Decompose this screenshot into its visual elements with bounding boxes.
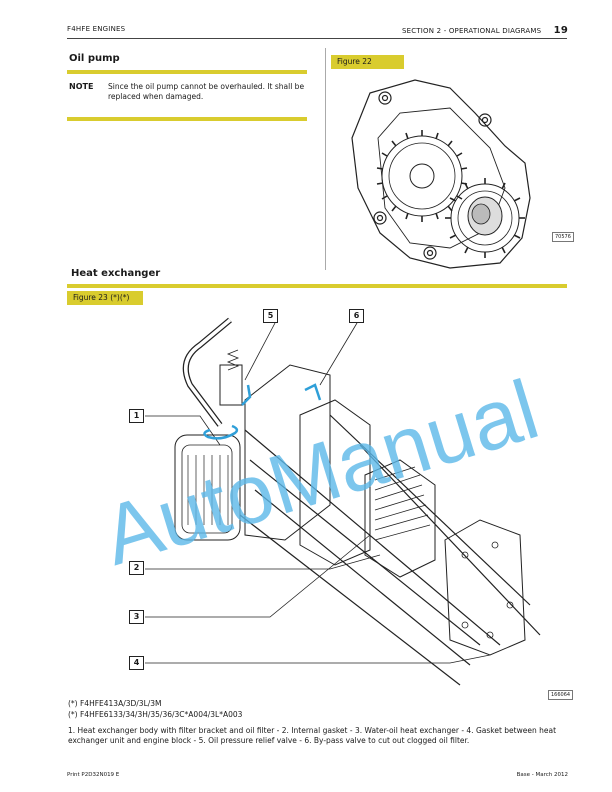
ref-2: 2: [129, 561, 144, 575]
heat-exchanger-title: Heat exchanger: [71, 268, 161, 279]
ref-5: 5: [263, 309, 278, 323]
figure-23-code: 166064: [548, 690, 574, 700]
variant-line: (*) F4HFE413A/3D/3L/3M: [68, 699, 162, 708]
figure-caption: 1. Heat exchanger body with filter brack…: [68, 726, 557, 745]
header-section-title: SECTION 2 - OPERATIONAL DIAGRAMS: [401, 27, 542, 35]
title-bar: [67, 70, 307, 74]
variant-line: (*) F4HFE6133/34/3H/35/36/3C*A004/3L*A00…: [68, 710, 243, 719]
ref-1: 1: [129, 409, 144, 423]
ref-6: 6: [349, 309, 364, 323]
ref-3: 3: [129, 610, 144, 624]
column-divider: [325, 48, 326, 270]
header-engine-title: F4HFE ENGINES: [67, 25, 126, 33]
oil-pump-title: Oil pump: [69, 53, 120, 64]
heat-exchanger-bar: [67, 284, 567, 288]
note-bar: [67, 117, 307, 121]
figure-23-label: Figure 23 (*)(*): [67, 291, 143, 305]
ref-4: 4: [129, 656, 144, 670]
figure-22-code: 70576: [552, 232, 574, 242]
page-number: 19: [553, 25, 568, 36]
heat-exchanger-illustration: [145, 317, 541, 686]
header-rule: [67, 38, 567, 39]
header-section: SECTION 2 - OPERATIONAL DIAGRAMS 19: [402, 25, 568, 36]
note-text: Since the oil pump cannot be overhauled.…: [108, 82, 305, 101]
note-label: NOTE: [69, 82, 94, 91]
figure-22-label: Figure 22: [331, 55, 404, 69]
oil-pump-illustration: [351, 79, 531, 269]
footer-print-code: Print P2D32N019 E: [67, 772, 120, 778]
footer-date: Base - March 2012: [516, 772, 568, 778]
